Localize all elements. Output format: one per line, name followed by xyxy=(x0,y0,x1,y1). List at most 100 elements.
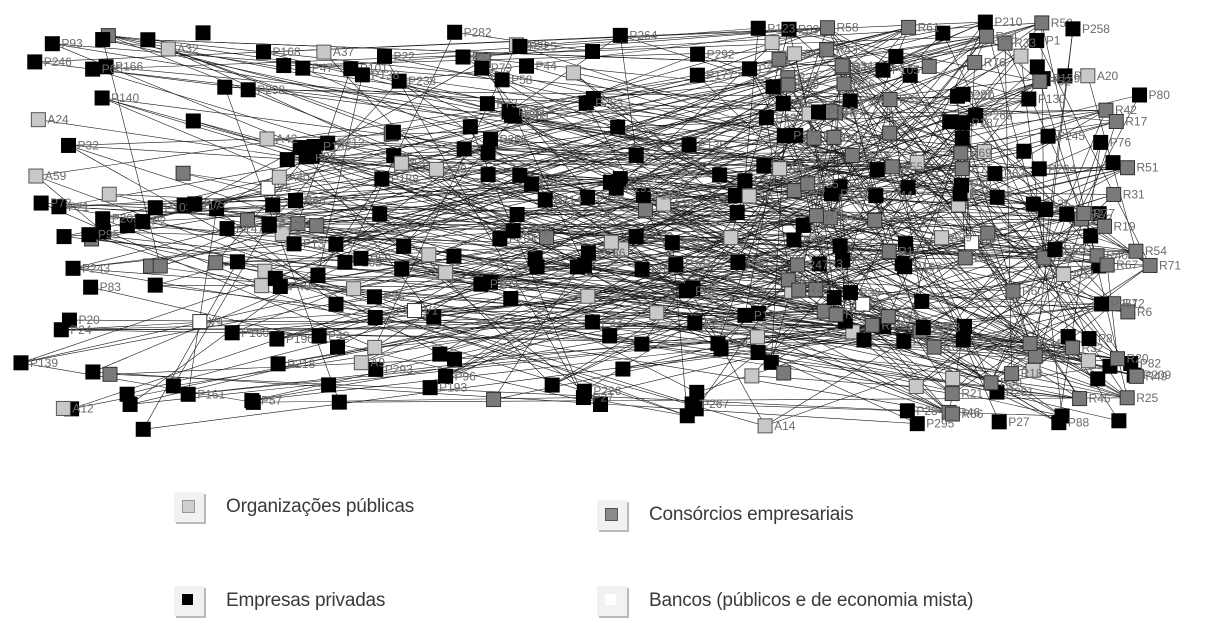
network-node: R14 xyxy=(882,245,920,259)
node-label: P238 xyxy=(408,74,436,88)
private-node-marker xyxy=(257,45,271,59)
private-node-marker xyxy=(990,190,1004,204)
private-node-marker xyxy=(585,315,599,329)
private-node-marker xyxy=(397,239,411,253)
private-node-marker xyxy=(586,44,600,58)
private-node-marker xyxy=(738,174,752,188)
private-node-marker xyxy=(833,239,847,253)
node-label: P174 xyxy=(754,308,782,322)
network-node xyxy=(581,289,595,303)
private-node-marker xyxy=(953,187,967,201)
node-label: R69 xyxy=(970,146,992,160)
private-node-marker xyxy=(513,39,527,53)
private-node-marker xyxy=(225,326,239,340)
network-node xyxy=(1014,49,1028,63)
network-node: A40 xyxy=(272,170,310,184)
private-node-marker xyxy=(447,352,461,366)
network-node: P88 xyxy=(1052,416,1090,430)
network-node: P140 xyxy=(95,91,139,105)
network-node: R63 xyxy=(881,310,919,324)
node-label: P214 xyxy=(554,193,582,207)
network-node: A9 xyxy=(354,356,385,370)
network-node xyxy=(153,259,167,273)
network-node xyxy=(166,379,180,393)
network-node: R24 xyxy=(1023,337,1061,351)
private-node-marker xyxy=(447,249,461,263)
public-node-marker xyxy=(347,282,361,296)
network-node: P172 xyxy=(777,129,821,143)
private-node-marker xyxy=(95,91,109,105)
network-node: P26 xyxy=(367,290,405,304)
network-node: P8 xyxy=(1082,332,1113,346)
private-node-marker xyxy=(635,337,649,351)
node-label: P60 xyxy=(370,251,392,265)
network-node: P13 xyxy=(287,237,325,251)
private-node-marker xyxy=(289,194,303,208)
node-label: P81 xyxy=(695,284,717,298)
network-node: P44 xyxy=(520,59,558,73)
private-node-marker xyxy=(230,255,244,269)
network-node: P295 xyxy=(910,417,954,431)
node-label: P79 xyxy=(491,61,513,75)
public-node-marker xyxy=(255,279,269,293)
private-node-marker xyxy=(743,62,757,76)
private-node-marker xyxy=(916,321,930,335)
network-node: R77 xyxy=(1077,206,1115,220)
network-node xyxy=(176,166,190,180)
node-label: P93 xyxy=(61,37,83,51)
network-node: P52 xyxy=(776,96,814,110)
bank-node-marker xyxy=(408,304,422,318)
node-label: P282 xyxy=(464,25,492,39)
private-node-marker xyxy=(812,105,826,119)
node-label: R17 xyxy=(1125,114,1147,128)
node-label: R61 xyxy=(918,20,940,34)
private-node-marker xyxy=(857,333,871,347)
network-node: P93 xyxy=(45,37,83,51)
network-node: A59 xyxy=(29,169,67,183)
node-label: R54 xyxy=(1145,244,1167,258)
private-node-marker xyxy=(373,207,387,221)
node-label: P88 xyxy=(1068,416,1090,430)
public-node-marker xyxy=(439,266,453,280)
public-node-marker xyxy=(1057,268,1071,282)
network-node: R60 xyxy=(1006,284,1044,298)
network-node xyxy=(990,190,1004,204)
consortium-node-marker xyxy=(835,59,849,73)
network-node: P174 xyxy=(738,308,782,322)
network-node: P80 xyxy=(1133,88,1171,102)
private-node-marker xyxy=(1039,203,1053,217)
consortium-node-marker xyxy=(1028,349,1042,363)
private-node-marker xyxy=(611,120,625,134)
network-node: P76 xyxy=(1094,135,1132,149)
network-node: P245 xyxy=(1041,129,1085,143)
private-node-marker xyxy=(506,224,520,238)
network-node: P2 xyxy=(136,215,167,229)
network-node: P50 xyxy=(1048,243,1086,257)
private-node-marker xyxy=(635,262,649,276)
node-label: P139 xyxy=(30,356,58,370)
node-label: P167 xyxy=(914,260,942,274)
network-node: P47 xyxy=(296,61,334,75)
node-label: P193 xyxy=(439,381,467,395)
network-node: A20 xyxy=(1081,69,1119,83)
network-edge xyxy=(93,69,853,155)
private-node-marker xyxy=(62,138,76,152)
network-node xyxy=(545,378,559,392)
consortium-node-marker xyxy=(958,251,972,265)
private-node-marker xyxy=(395,262,409,276)
node-label: A61 xyxy=(804,47,826,61)
public-node-marker xyxy=(1081,69,1095,83)
network-node: P120 xyxy=(262,218,306,232)
node-label: R42 xyxy=(808,283,830,297)
node-label: P245 xyxy=(1057,129,1085,143)
public-node-marker xyxy=(745,369,759,383)
private-node-marker xyxy=(731,255,745,269)
node-label: P251 xyxy=(1111,297,1139,311)
private-node-marker xyxy=(691,47,705,61)
node-label: P199 xyxy=(490,277,518,291)
node-label: P138 xyxy=(371,68,399,82)
private-node-marker xyxy=(166,379,180,393)
node-label: P140 xyxy=(111,91,139,105)
private-node-marker xyxy=(241,83,255,97)
node-label: P196 xyxy=(852,253,880,267)
